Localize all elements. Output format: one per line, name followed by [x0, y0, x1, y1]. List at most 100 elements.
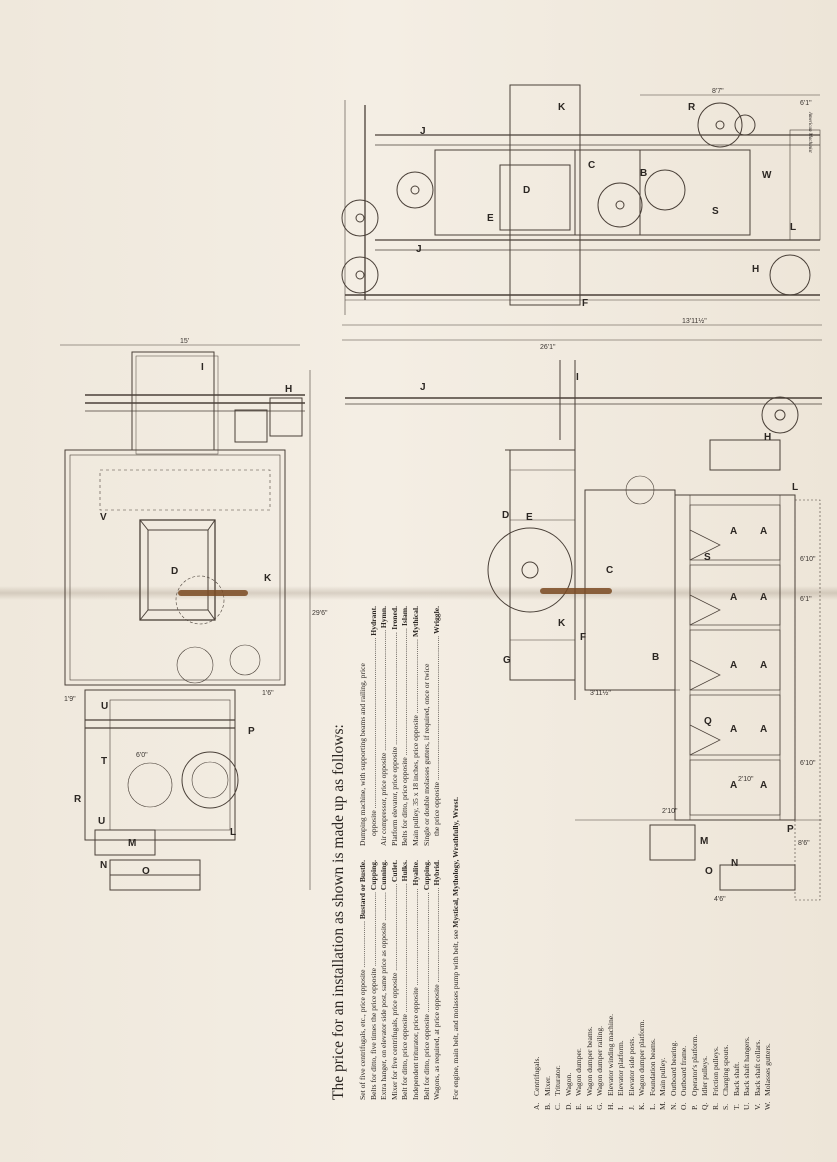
plan-label-u: U [101, 701, 109, 712]
legend-key: G. [595, 1102, 604, 1110]
legend-key: A. [532, 1102, 541, 1110]
plan-label-h: H [285, 384, 293, 395]
elevb-label-a3: A [730, 592, 737, 603]
price-description: Wagons, as required, at price opposite [432, 888, 443, 1100]
legend-label: Back shaft hangers. [742, 1036, 751, 1096]
price-row: Set of five centrifugals, etc., price op… [358, 860, 369, 1100]
elevb-label-p: P [787, 824, 794, 835]
price-codeword: Hybrid. [432, 860, 442, 886]
elevb-label-e: E [526, 512, 533, 523]
legend-item: W. Molasses gutters. [763, 810, 774, 1110]
legend-label: Operator's platform. [689, 1034, 699, 1096]
dim-elev-j: 2'10" [738, 776, 754, 783]
price-description: Main pulley, 35 x 18 inches, price oppos… [411, 639, 422, 846]
dim-elev-e: 3'11½" [590, 690, 611, 697]
legend-key: P. [689, 1104, 699, 1110]
elev-label-c: C [588, 160, 596, 171]
elev-label-l: L [790, 222, 797, 233]
price-heading: The price for an installation as shown i… [330, 724, 347, 1100]
dim-elev-a: 8'7" [712, 88, 724, 95]
legend-item: K.Wagon dumper platform. [637, 810, 648, 1110]
legend-key: R. [710, 1103, 720, 1110]
plan-label-r: R [74, 794, 82, 805]
price-codeword: Hulks. [400, 860, 410, 882]
legend-key: L. [647, 1103, 657, 1110]
price-row: Belts for ditto, price oppositeIslam. [400, 606, 411, 846]
elev-label-f: F [582, 298, 589, 309]
legend-item: L.Foundation beams. [648, 810, 659, 1110]
legend-item: G. Wagon dumper railing. [595, 810, 606, 1110]
legend-item: R.Friction pulleys. [711, 810, 722, 1110]
elev-label-d: D [523, 185, 531, 196]
elevb-label-c: C [606, 565, 614, 576]
price-row: Belt for ditto, price oppositeCupping. [422, 860, 433, 1100]
legend-item: V.Back shaft collars. [753, 810, 764, 1110]
dim-elev-d: 26'1" [540, 344, 556, 351]
elevb-label-o: O [705, 866, 713, 877]
legend-key: T. [731, 1104, 741, 1110]
dim-elev-c: 13'11½" [682, 318, 707, 325]
elevb-label-a7: A [730, 724, 738, 735]
legend-label: Charging spouts. [721, 1044, 730, 1096]
price-row: Platform elevator, price oppositeIroned. [390, 606, 401, 846]
tear-mark [178, 590, 248, 596]
price-list-right: Dumping machine, with supporting beams a… [358, 606, 443, 846]
legend-label: Triturator. [553, 1065, 562, 1096]
price-description: Mixer for five centrifugals, price oppos… [390, 884, 401, 1100]
legend-key: U. [742, 1102, 751, 1110]
price-row: Extra hanger, on elevator side post, sam… [379, 860, 390, 1100]
price-codeword: Cupping. [368, 860, 378, 891]
elevb-label-h: H [764, 432, 772, 443]
plan-label-p: P [248, 726, 255, 737]
plan-view [60, 344, 311, 891]
elevb-label-a8: A [760, 724, 768, 735]
price-codeword: Cutlet. [389, 860, 399, 883]
elevb-label-a10: A [760, 780, 768, 791]
legend-label: Elevator platform. [616, 1040, 625, 1096]
legend-key: N. [668, 1102, 678, 1110]
legend-label: Wagon dumper railing. [595, 1025, 604, 1096]
dim-elev-i: 2'10" [662, 808, 678, 815]
legend-key: D. [563, 1102, 573, 1110]
price-description: Extra hanger, on elevator side post, sam… [379, 892, 390, 1100]
elevb-label-q: Q [704, 716, 712, 727]
price-list-left: Set of five centrifugals, etc., price op… [358, 860, 443, 1100]
price-row: Main pulley, 35 x 18 inches, price oppos… [411, 606, 422, 846]
legend-label: Idler pulleys. [700, 1055, 709, 1096]
price-description: Belt for ditto, price opposite [422, 892, 433, 1100]
legend-item: Q. Idler pulleys. [700, 810, 711, 1110]
legend-label: Molasses gutters. [763, 1043, 772, 1096]
legend-item: C.Triturator. [553, 810, 564, 1110]
price-row: Mixer for five centrifugals, price oppos… [390, 860, 401, 1100]
legend-key: I. [616, 1105, 625, 1110]
elevation-top [341, 84, 822, 326]
price-row-continued: oppositeHydrant. [369, 606, 380, 846]
price-codeword: Bustard or Bustle. [358, 860, 367, 920]
price-description: Air compressor, price opposite [379, 630, 390, 846]
elevb-label-g: G [503, 655, 511, 666]
page-fold [0, 586, 837, 600]
price-codeword: Mythical. [410, 606, 420, 638]
legend-label: Wagon. [563, 1072, 573, 1096]
price-codeword: Ironed. [389, 606, 399, 630]
legend-key: W. [763, 1101, 772, 1110]
elevb-label-i: I [576, 372, 579, 383]
legend-key: S. [721, 1103, 730, 1110]
legend-key: Q. [700, 1102, 709, 1110]
price-codeword: Islam. [400, 606, 410, 627]
legend-key: M. [658, 1101, 667, 1110]
legend-label: Main pulley. [658, 1057, 667, 1096]
dim-plan-side: 29'6" [312, 610, 328, 617]
legend-key: J. [626, 1105, 636, 1110]
elevb-label-a6: A [760, 660, 768, 671]
elev-label-k: K [558, 102, 566, 113]
elevb-label-a1: A [730, 526, 738, 537]
engine-note-text: For engine, main belt, and molasses pump… [450, 927, 460, 1100]
legend-item: N.Outboard bearing. [669, 810, 680, 1110]
price-codeword: Hyalite. [410, 860, 420, 886]
legend-item: S. Charging spouts. [721, 810, 732, 1110]
elevb-label-f: F [580, 632, 587, 643]
legend-item: B.Mixer. [543, 810, 554, 1110]
parts-legend: A.Centrifugals.B.Mixer.C.Triturator.D.Wa… [532, 810, 774, 1110]
